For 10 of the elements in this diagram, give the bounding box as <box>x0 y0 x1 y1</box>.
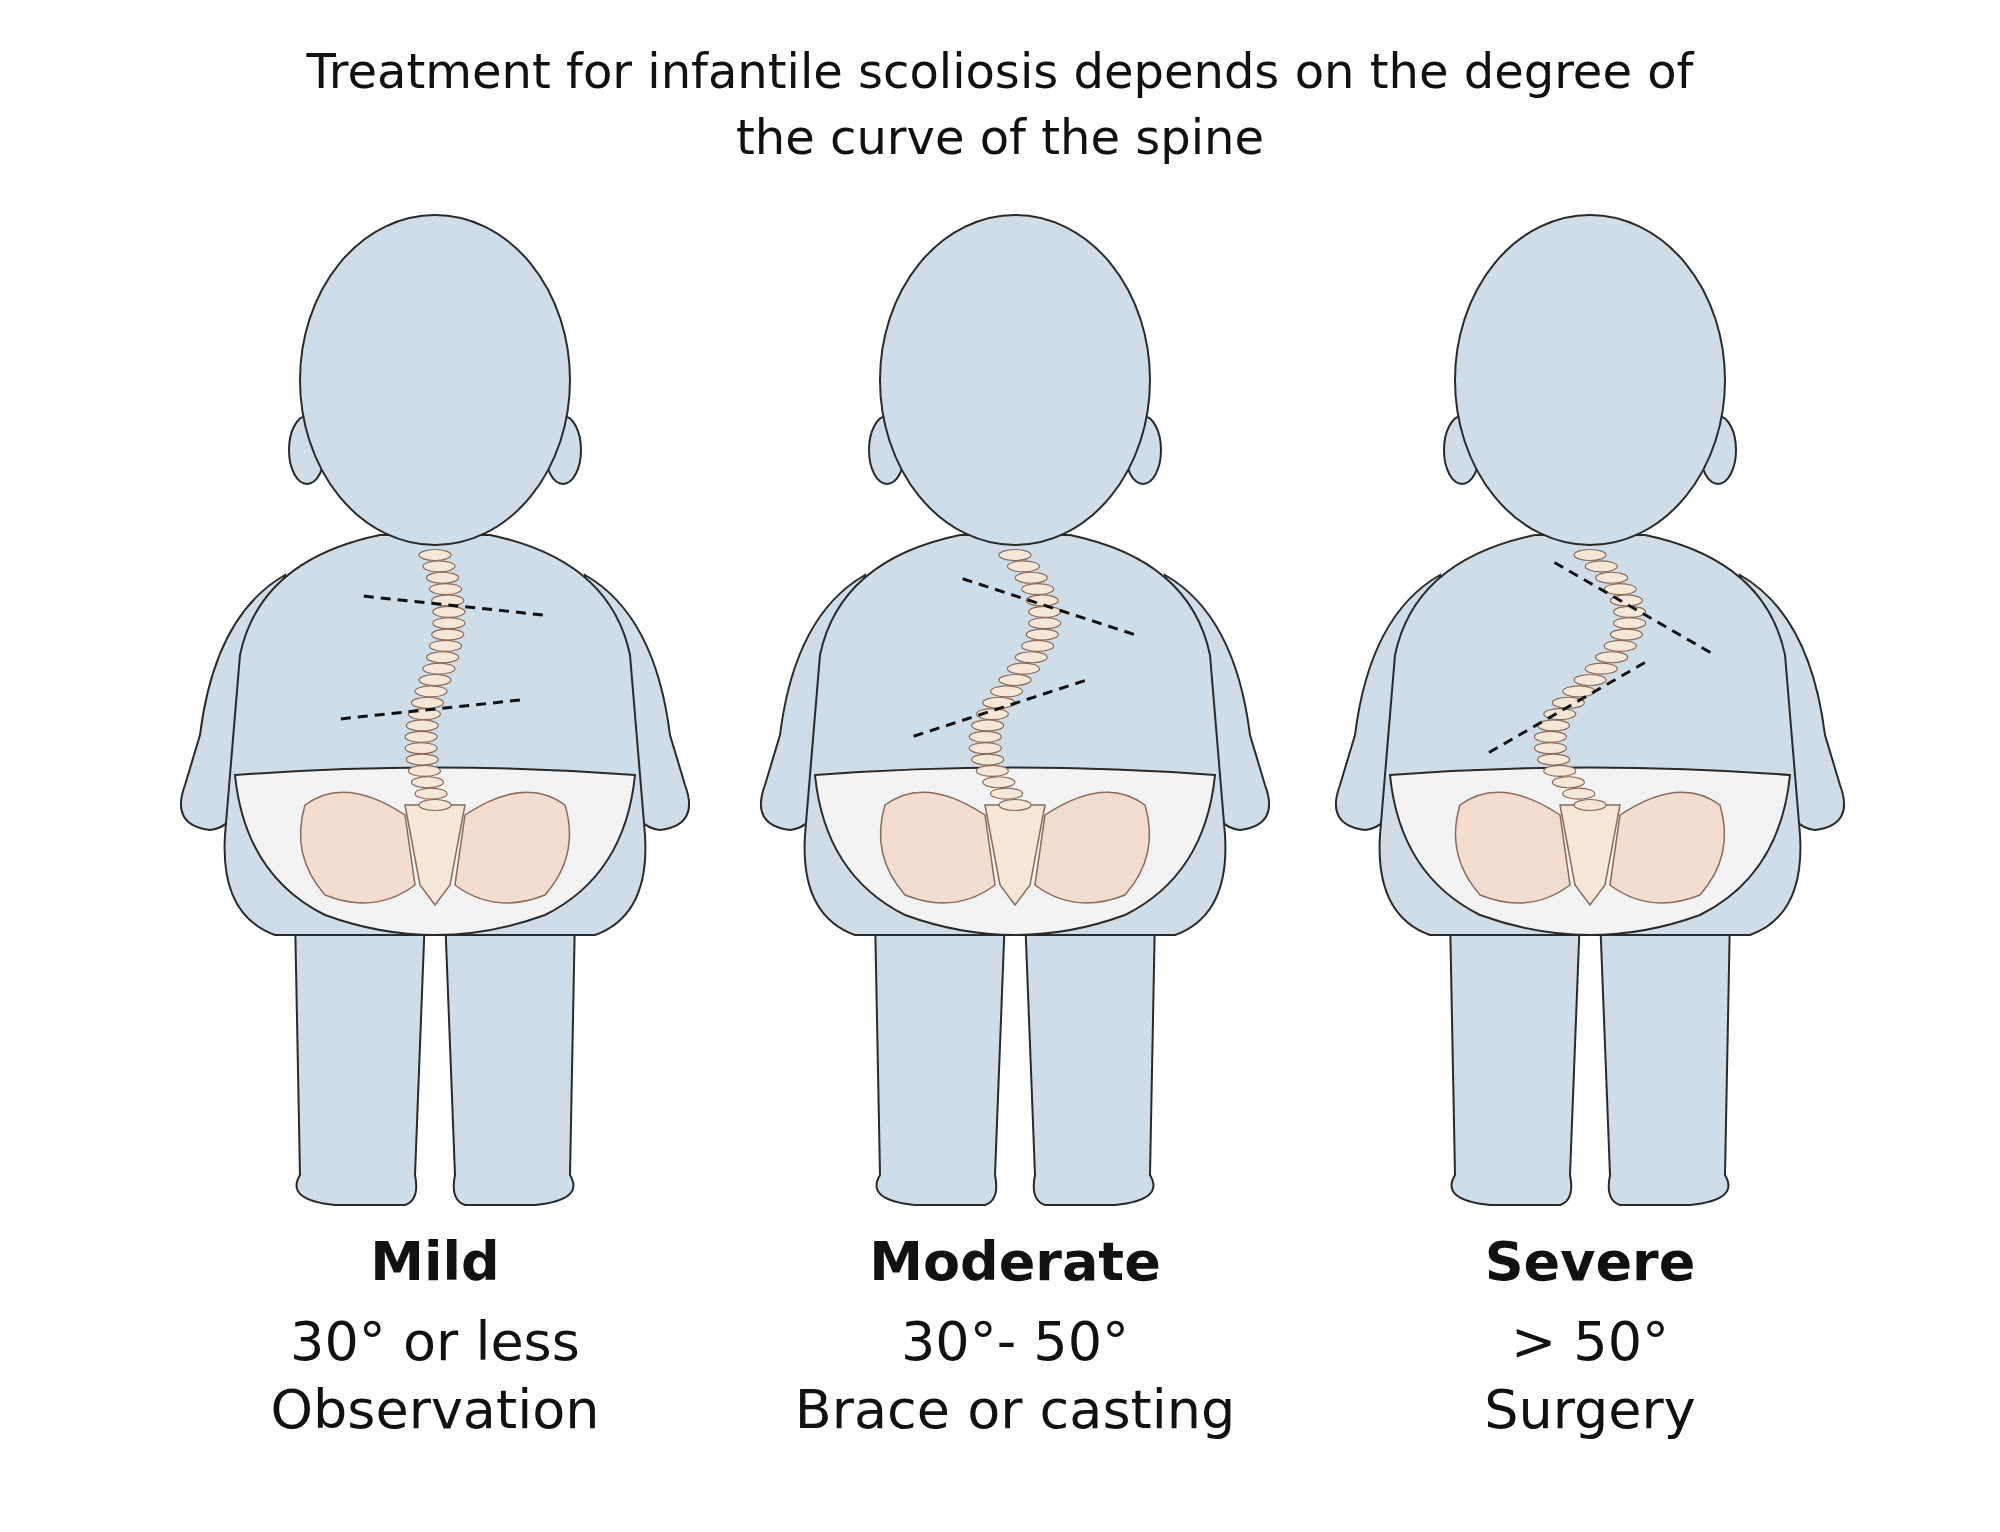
severity-heading: Moderate <box>868 1229 1162 1295</box>
degree-range: 30°- 50° <box>899 1309 1131 1375</box>
title: Treatment for infantile scoliosis depends on the degree of the curve of the spine <box>305 42 1696 167</box>
treatment-label: Surgery <box>1483 1377 1697 1443</box>
degree-range: 30° or less <box>289 1309 581 1375</box>
treatment-label: Observation <box>269 1377 601 1443</box>
treatment-label: Brace or casting <box>793 1377 1237 1443</box>
degree-range: > 50° <box>1509 1309 1671 1375</box>
severity-heading: Mild <box>369 1229 501 1295</box>
severity-heading: Severe <box>1483 1229 1697 1295</box>
